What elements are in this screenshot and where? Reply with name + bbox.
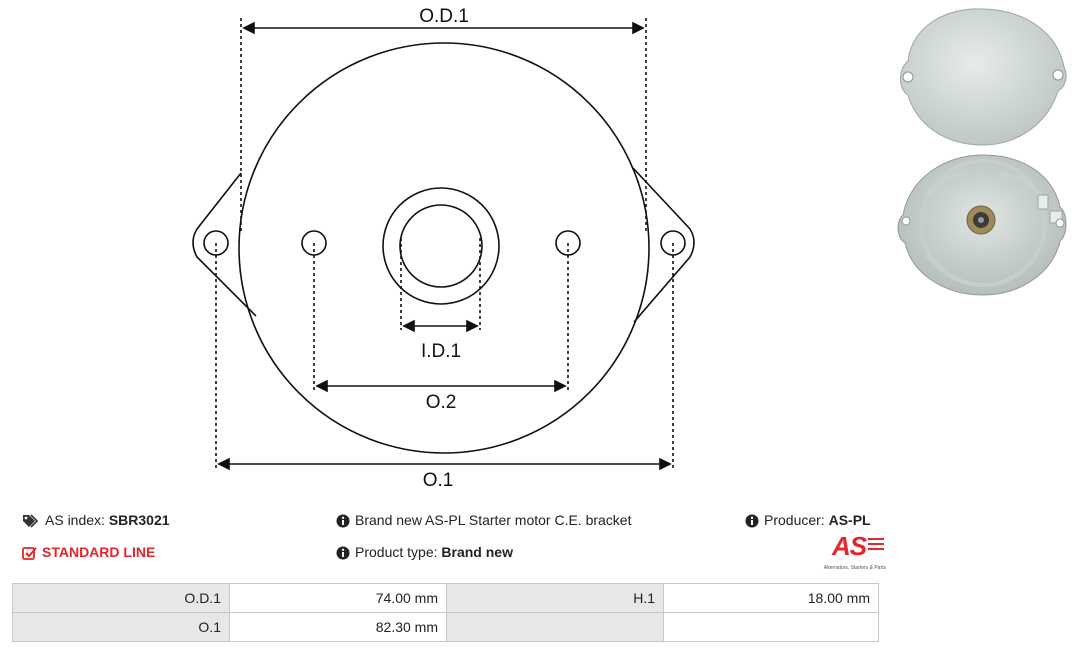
producer: Producer: AS-PL: [745, 511, 871, 532]
svg-text:AS: AS: [831, 533, 868, 559]
info-circle-icon: [336, 546, 350, 564]
as-index-value: SBR3021: [108, 512, 170, 528]
main-body-circle: [238, 42, 650, 454]
spec-value: 18.00 mm: [663, 583, 879, 613]
o2-label: O.2: [426, 392, 457, 413]
spec-value: 74.00 mm: [229, 583, 447, 613]
standard-line-badge: STANDARD LINE: [22, 543, 155, 564]
table-row: O.1 82.30 mm: [12, 612, 879, 642]
standard-line-label: STANDARD LINE: [42, 544, 156, 560]
spec-label: O.D.1: [12, 583, 230, 613]
product-type-value: Brand new: [441, 544, 513, 560]
product-description: Brand new AS-PL Starter motor C.E. brack…: [336, 511, 632, 532]
spec-label: O.1: [12, 612, 230, 642]
as-pl-logo: AS Alternators, Starters & Parts: [790, 531, 886, 571]
description-text: Brand new AS-PL Starter motor C.E. brack…: [355, 512, 632, 528]
producer-value: AS-PL: [828, 512, 871, 528]
flange-outline-right: [632, 167, 695, 323]
spec-value: [663, 612, 879, 642]
bracket-top-view: [900, 8, 1067, 146]
table-row: O.D.1 74.00 mm H.1 18.00 mm: [12, 583, 879, 613]
id1-label: I.D.1: [421, 341, 461, 362]
hub-outer-circle: [382, 187, 500, 305]
as-index-label: AS index:: [45, 512, 109, 528]
info-circle-icon: [336, 514, 350, 532]
check-square-icon: [22, 546, 37, 564]
tags-icon: [22, 514, 40, 532]
as-index: AS index: SBR3021: [22, 511, 170, 532]
info-circle-icon: [745, 514, 759, 532]
spec-label: H.1: [446, 583, 664, 613]
bracket-bottom-view: [897, 154, 1067, 296]
product-photo: [897, 8, 1067, 296]
o1-label: O.1: [423, 470, 454, 491]
logo-tagline: Alternators, Starters & Parts: [823, 565, 886, 571]
od1-label: O.D.1: [419, 6, 469, 27]
spec-table: O.D.1 74.00 mm H.1 18.00 mm O.1 82.30 mm: [12, 583, 879, 642]
as-pl-logo-mark: AS: [831, 531, 884, 561]
spec-label: [446, 612, 664, 642]
product-type: Product type: Brand new: [336, 543, 513, 564]
flange-outline: [192, 172, 257, 317]
technical-drawing: O.D.1 I.D.1 O.2 O.1: [192, 4, 695, 491]
product-type-label: Product type:: [355, 544, 442, 560]
hub-inner-circle: [399, 204, 483, 288]
producer-label: Producer:: [764, 512, 829, 528]
spec-value: 82.30 mm: [229, 612, 447, 642]
